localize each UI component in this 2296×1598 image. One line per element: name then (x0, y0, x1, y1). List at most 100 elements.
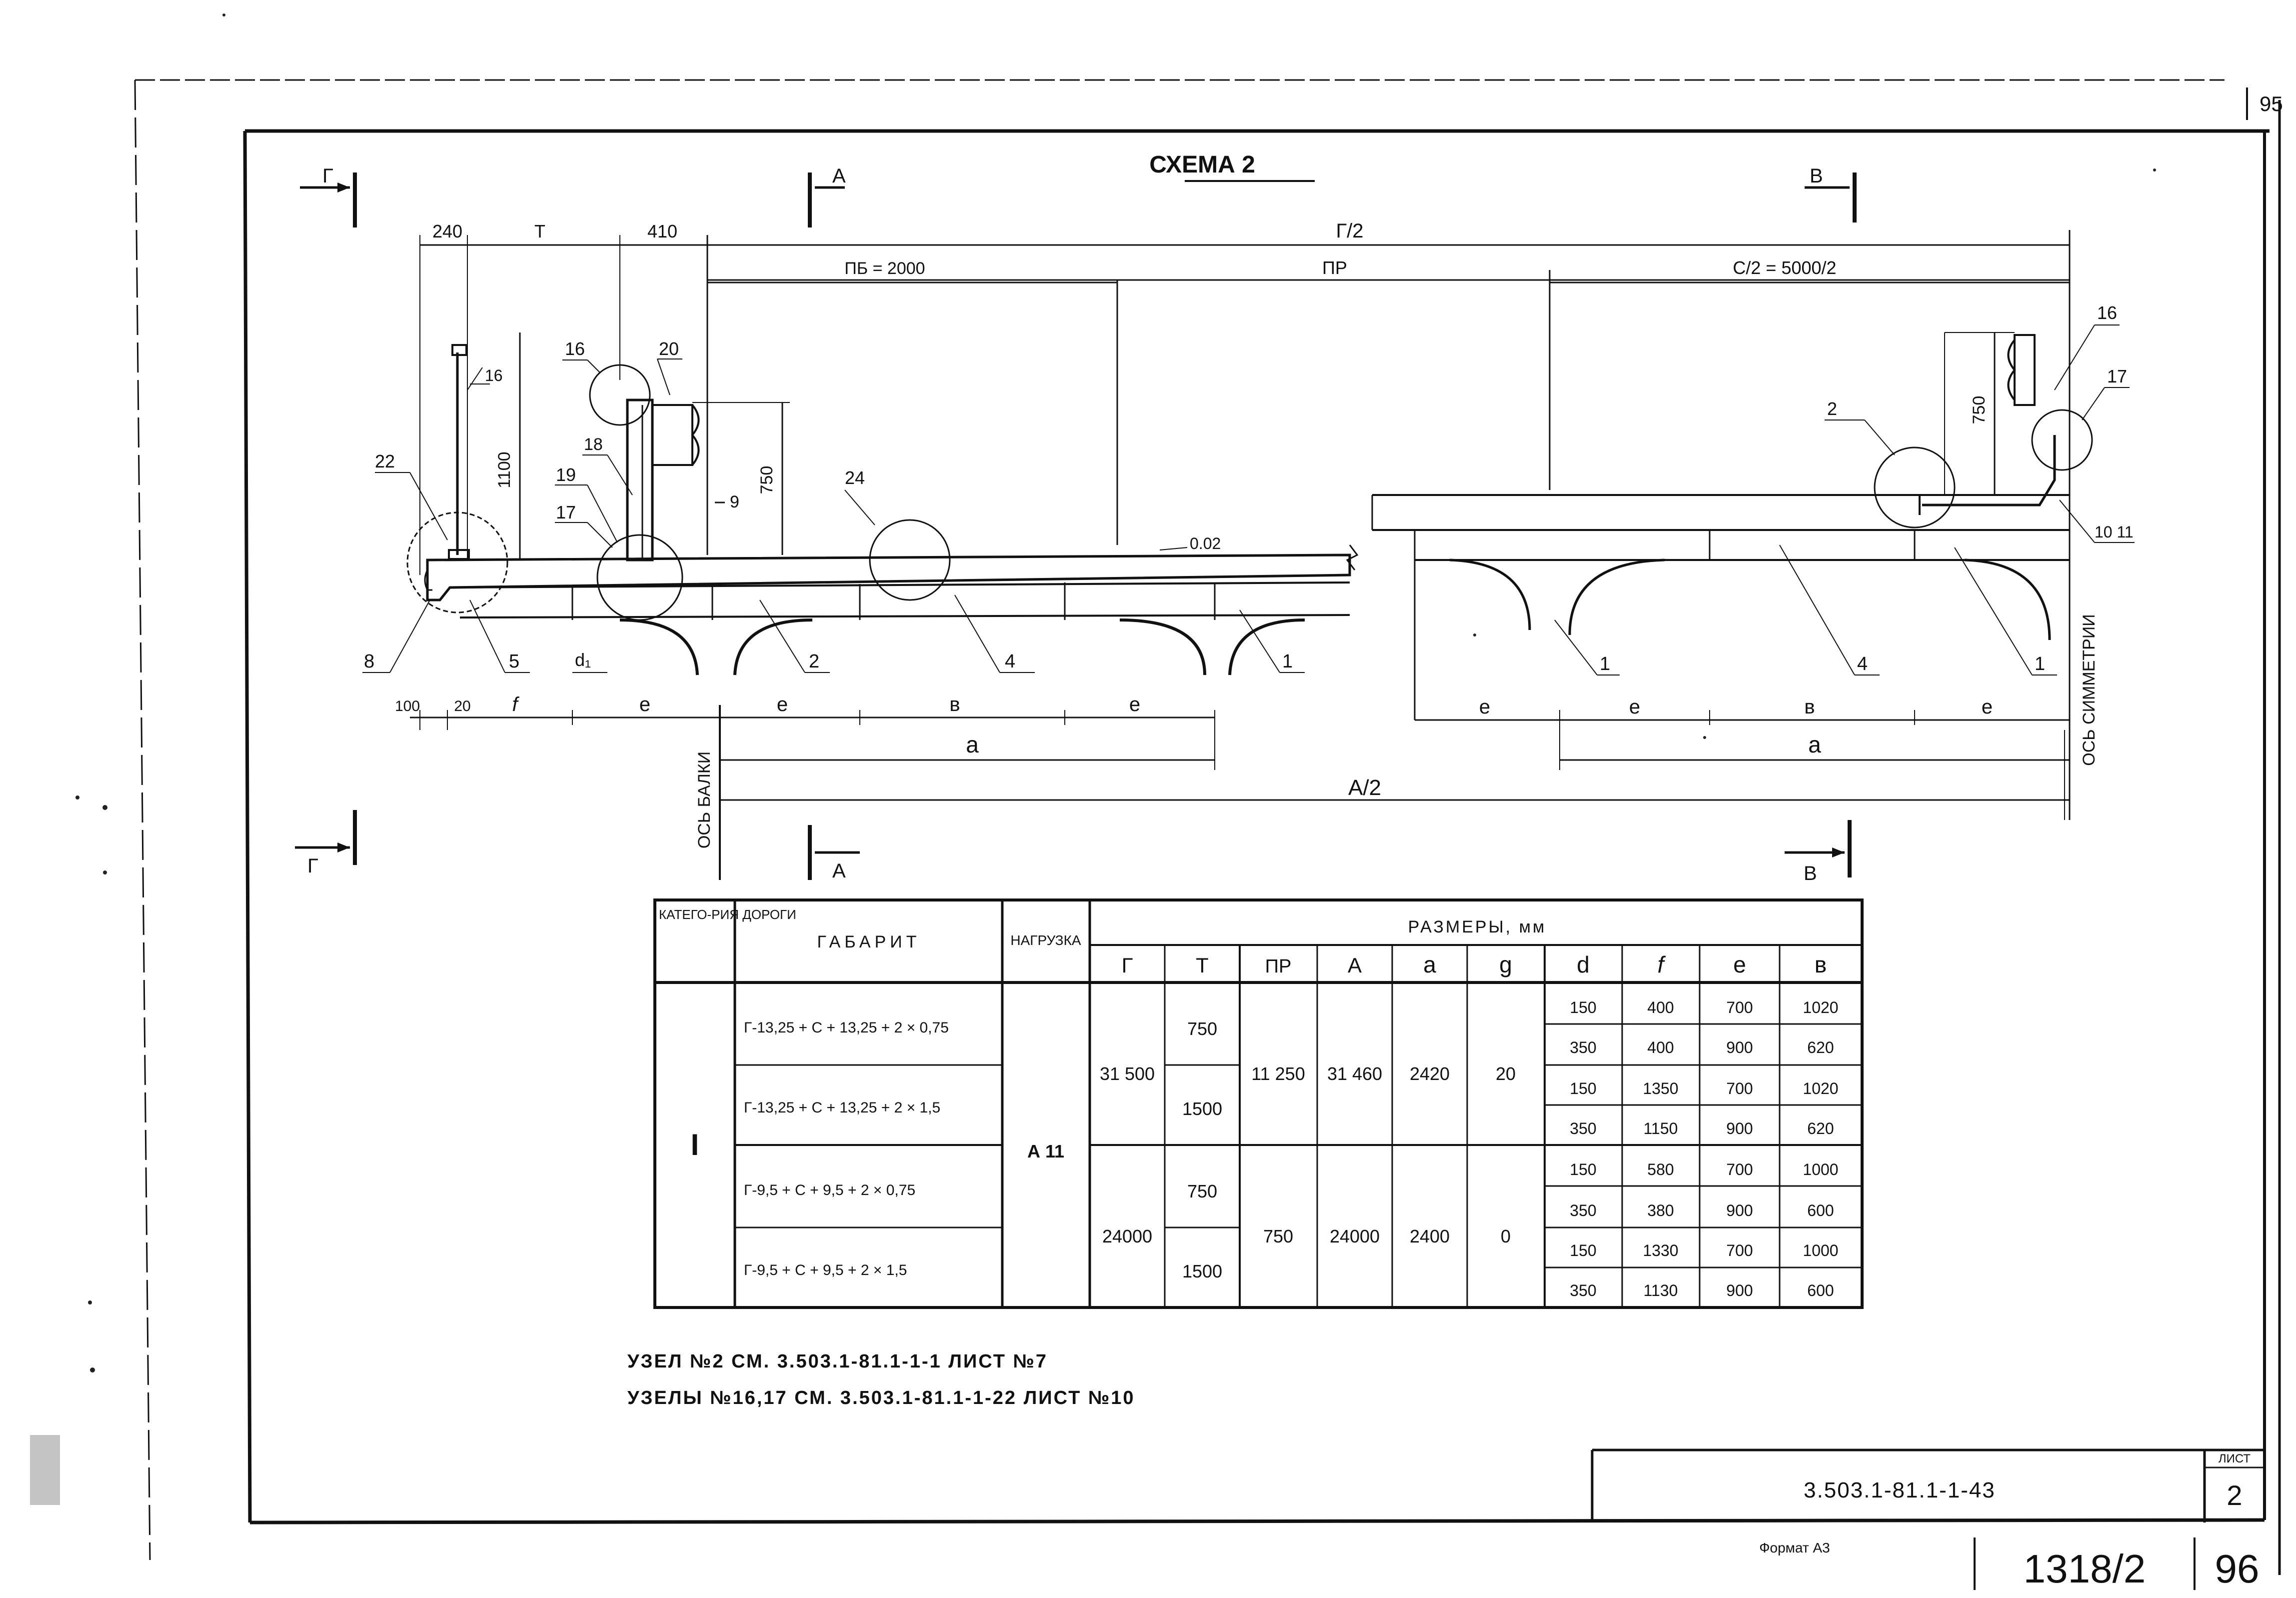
cell-t-2: 1500 (1182, 1098, 1222, 1119)
height-1100: 1100 (495, 452, 514, 488)
th-col-t: Т (1196, 954, 1209, 977)
cell-g-lower-1: 20 (1496, 1064, 1516, 1084)
section-mark-a-top: А (832, 165, 846, 187)
cell-load: А 11 (1027, 1141, 1064, 1162)
dim-240: 240 (432, 221, 462, 242)
dimensions-table (653, 898, 1864, 1309)
table-row: 150 1350 700 1020 (1570, 1080, 1838, 1098)
callout-19: 19 (556, 464, 576, 485)
format-label: Формат А3 (1759, 1540, 1830, 1556)
cell-d: 350 (1570, 1120, 1596, 1138)
cell-t-4: 1500 (1182, 1261, 1222, 1282)
axis-symmetry-label: ОСЬ СИММЕТРИИ (2080, 614, 2099, 766)
th-col-a-upper: А (1348, 954, 1362, 977)
dim-100: 100 (395, 698, 420, 714)
slope-0-02: 0.02 (1190, 534, 1221, 552)
dim-e-6: e (1982, 696, 1993, 718)
cell-d: 350 (1570, 1202, 1596, 1220)
callout-24: 24 (845, 468, 865, 488)
table-row: 350 380 900 600 (1570, 1202, 1834, 1220)
title-block (1591, 1448, 2265, 1522)
callout-4-left: 4 (1005, 651, 1015, 672)
table-row: 350 400 900 620 (1570, 1038, 1834, 1056)
callout-2-right: 2 (1827, 398, 1837, 419)
cell-gabarit-4: Г-9,5 + С + 9,5 + 2 × 1,5 (744, 1262, 907, 1278)
th-col-a-lower: а (1423, 952, 1436, 978)
th-col-d: d (1577, 952, 1590, 978)
note-2: УЗЕЛЫ №16,17 СМ. 3.503.1-81.1-1-22 ЛИСТ … (627, 1388, 1135, 1408)
th-col-pr: ПР (1265, 956, 1292, 977)
height-750-left: 750 (757, 466, 776, 494)
callouts-right: 16 17 2 10 11 1 4 1 (1554, 302, 2135, 676)
dim-20: 20 (454, 698, 470, 714)
dim-a-left: a (966, 732, 979, 758)
cell-e: 700 (1726, 1160, 1753, 1178)
th-category: КАТЕГО-РИЯ ДОРОГИ (659, 907, 796, 922)
th-col-f: f (1658, 952, 1666, 978)
cell-b: 600 (1807, 1202, 1834, 1220)
cell-g-1: 31 500 (1100, 1064, 1155, 1084)
th-load: НАГРУЗКА (1010, 932, 1081, 948)
cell-e: 900 (1726, 1038, 1753, 1056)
cell-g-2: 24000 (1102, 1226, 1152, 1246)
dim-b-left: в (949, 694, 960, 716)
callout-16-a: 16 (485, 366, 503, 384)
dim-t: Т (534, 221, 545, 242)
cell-d: 350 (1570, 1038, 1596, 1056)
section-mark-g-top: Г (322, 165, 333, 187)
cell-pr-2: 750 (1263, 1226, 1293, 1246)
dim-e-2: e (777, 694, 788, 716)
cell-e: 900 (1726, 1202, 1753, 1220)
cell-b: 600 (1807, 1282, 1834, 1300)
cell-gabarit-1: Г-13,25 + С + 13,25 + 2 × 0,75 (744, 1020, 949, 1036)
cell-b: 620 (1807, 1120, 1834, 1138)
cell-e: 700 (1726, 1080, 1753, 1098)
footer-number: 1318/2 (2024, 1546, 2146, 1591)
callout-18: 18 (584, 435, 603, 454)
table-row: 150 1330 700 1000 (1570, 1242, 1838, 1260)
stamp-code: 3.503.1-81.1-1-43 (1804, 1478, 1996, 1502)
cell-a-upper-1: 31 460 (1327, 1064, 1382, 1084)
callout-1-right-a: 1 (1600, 654, 1610, 674)
cell-gabarit-3: Г-9,5 + С + 9,5 + 2 × 0,75 (744, 1182, 915, 1198)
cell-d: 350 (1570, 1282, 1596, 1300)
cell-b: 620 (1807, 1038, 1834, 1056)
section-mark-b-top: В (1810, 165, 1823, 187)
cell-a-upper-2: 24000 (1330, 1226, 1380, 1246)
cell-pr-1: 11 250 (1251, 1064, 1305, 1084)
cell-t-1: 750 (1187, 1018, 1217, 1039)
th-col-e: e (1733, 952, 1746, 978)
cell-e: 700 (1726, 1242, 1753, 1260)
callout-1-left: 1 (1282, 651, 1293, 672)
table-row: 350 1150 900 620 (1570, 1120, 1834, 1138)
callout-4-right: 4 (1857, 654, 1868, 674)
table-row: 150 580 700 1000 (1570, 1160, 1838, 1178)
cell-f: 1130 (1644, 1282, 1678, 1300)
right-span-structure (1371, 332, 2070, 720)
section-mark-a-bottom: А (832, 860, 846, 882)
cell-d: 150 (1570, 1080, 1596, 1098)
cell-b: 1020 (1803, 1080, 1838, 1098)
callouts-left: 16 22 16 20 18 19 17 24 8 5 d₁ 2 4 (362, 338, 1305, 673)
scan-noise (30, 14, 2156, 1505)
callout-16-b: 16 (565, 338, 585, 359)
dim-pr: ПР (1322, 258, 1347, 278)
dim-a-half: A/2 (1348, 776, 1381, 800)
callout-10-11: 10 11 (2095, 523, 2134, 541)
callout-circles (406, 364, 2093, 621)
callout-1-right-b: 1 (2035, 654, 2045, 674)
callout-8: 8 (364, 651, 374, 672)
cell-d: 150 (1570, 998, 1596, 1016)
cell-g-lower-2: 0 (1501, 1226, 1511, 1246)
left-span-structure (424, 344, 1359, 676)
cell-b: 1000 (1803, 1160, 1838, 1178)
callout-5: 5 (509, 651, 519, 672)
bottom-dimensions (410, 705, 2071, 880)
table-row: 150 400 700 1020 (1570, 998, 1838, 1016)
cell-b: 1020 (1803, 998, 1838, 1016)
cell-gabarit-2: Г-13,25 + С + 13,25 + 2 × 1,5 (744, 1100, 940, 1116)
callout-20: 20 (659, 338, 679, 359)
dim-e-3: e (1129, 694, 1140, 716)
cell-b: 1000 (1803, 1242, 1838, 1260)
cell-f: 400 (1647, 998, 1674, 1016)
